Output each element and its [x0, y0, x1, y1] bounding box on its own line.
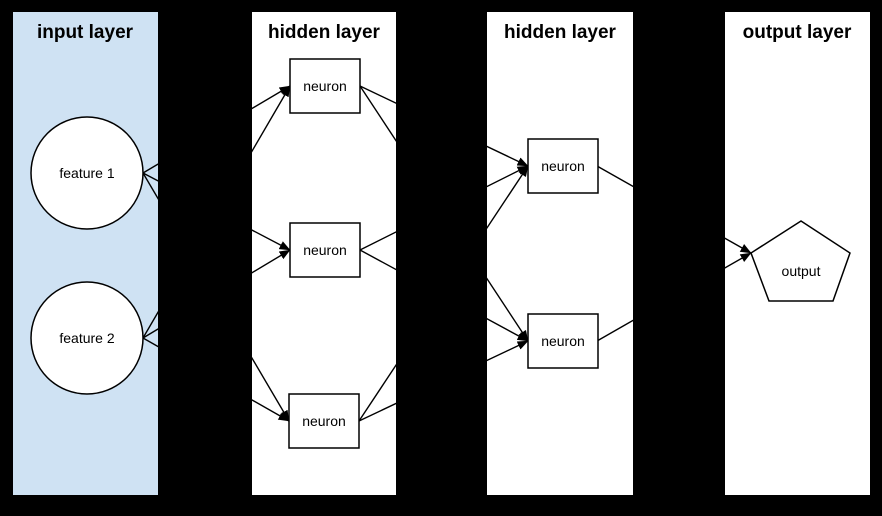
feature-2-label: feature 2	[59, 330, 114, 346]
edge-h1n2-h2n2	[359, 249, 529, 342]
h2-neuron-2-label: neuron	[541, 333, 585, 349]
hidden-layer-1-title: hidden layer	[268, 22, 381, 43]
node-feature-2: feature 2	[30, 281, 144, 395]
feature-1-circle	[30, 116, 144, 230]
edge-h2n1-output	[596, 165, 752, 254]
hidden-layer-2-title: hidden layer	[504, 22, 617, 43]
h2-neuron-2-box	[527, 313, 599, 369]
edge-h1n1-h2n1	[359, 85, 529, 167]
edge-h1n3-h2n2	[358, 340, 529, 422]
node-output: output	[750, 220, 851, 302]
h1-neuron-1-box	[289, 58, 361, 114]
edges	[142, 85, 752, 422]
edge-h2n2-output	[596, 252, 752, 342]
node-h1-neuron-1: neuron	[289, 58, 361, 114]
layer-panel-hidden-2: hidden layer	[487, 12, 633, 495]
h1-neuron-3-box	[288, 393, 360, 449]
edge-h1n1-h2n2	[359, 85, 529, 342]
edge-h1n2-h2n1	[359, 165, 529, 251]
edge-feature2-h1n1	[142, 85, 291, 339]
edge-feature1-h1n1	[142, 85, 291, 174]
output-label: output	[782, 263, 821, 279]
layer-panel-input: input layer	[13, 12, 158, 495]
feature-2-circle	[30, 281, 144, 395]
node-h1-neuron-3: neuron	[288, 393, 360, 449]
node-h2-neuron-1: neuron	[527, 138, 599, 194]
h1-neuron-1-label: neuron	[303, 78, 347, 94]
h1-neuron-2-box	[289, 222, 361, 278]
input-layer-title: input layer	[37, 22, 134, 43]
node-h2-neuron-2: neuron	[527, 313, 599, 369]
output-layer-title: output layer	[743, 22, 852, 43]
feature-1-label: feature 1	[59, 165, 114, 181]
edge-feature2-h1n2	[142, 249, 291, 339]
node-feature-1: feature 1	[30, 116, 144, 230]
edge-feature1-h1n3	[142, 172, 290, 422]
h2-neuron-1-box	[527, 138, 599, 194]
node-h1-neuron-2: neuron	[289, 222, 361, 278]
h1-neuron-2-label: neuron	[303, 242, 347, 258]
edge-h1n3-h2n1	[358, 165, 529, 422]
h2-neuron-1-label: neuron	[541, 158, 585, 174]
hidden-layer-2-panel	[487, 12, 633, 495]
nodes: feature 1 feature 2 neuron neuron neuron…	[30, 58, 851, 449]
edge-feature2-h1n3	[142, 337, 290, 422]
input-layer-panel	[13, 12, 158, 495]
h1-neuron-3-label: neuron	[302, 413, 346, 429]
output-pentagon	[750, 220, 851, 302]
